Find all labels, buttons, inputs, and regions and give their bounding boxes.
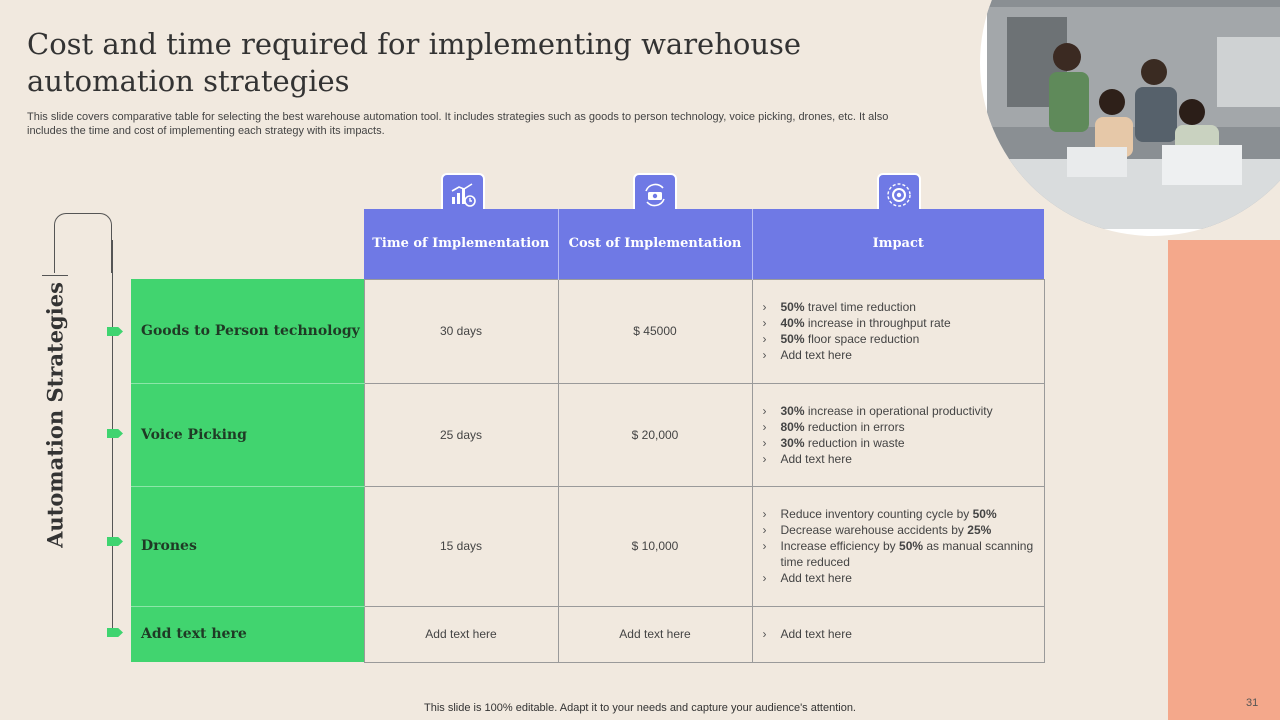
row-cost: $ 45000 bbox=[557, 278, 753, 384]
row-time: 30 days bbox=[363, 278, 559, 384]
row-strategy: Drones bbox=[131, 486, 364, 607]
impact-item: 30% increase in operational productivity bbox=[763, 403, 1036, 419]
row-marker bbox=[107, 429, 123, 438]
impact-item: Add text here bbox=[763, 451, 1036, 467]
impact-item: 30% reduction in waste bbox=[763, 435, 1036, 451]
impact-item: Add text here bbox=[763, 570, 1036, 586]
row-cost: Add text here bbox=[557, 605, 753, 663]
row-cost: $ 20,000 bbox=[557, 382, 753, 487]
table-row: Goods to Person technology 30 days $ 450… bbox=[131, 278, 1045, 384]
row-impact: 50% travel time reduction 40% increase i… bbox=[751, 278, 1045, 384]
row-impact: Add text here bbox=[751, 605, 1045, 663]
row-strategy: Voice Picking bbox=[131, 383, 364, 487]
impact-item: 50% travel time reduction bbox=[763, 299, 1036, 315]
row-strategy: Add text here bbox=[131, 606, 364, 662]
impact-item: 40% increase in throughput rate bbox=[763, 315, 1036, 331]
row-cost: $ 10,000 bbox=[557, 485, 753, 607]
row-time: 25 days bbox=[363, 382, 559, 487]
table-header-row: Time of Implementation Cost of Implement… bbox=[131, 209, 1044, 279]
strategy-table: Time of Implementation Cost of Implement… bbox=[131, 209, 1045, 663]
impact-item: Increase efficiency by 50% as manual sca… bbox=[763, 538, 1036, 570]
impact-item: Decrease warehouse accidents by 25% bbox=[763, 522, 1036, 538]
side-label: Automation Strategies bbox=[42, 282, 68, 548]
page-number: 31 bbox=[1246, 697, 1259, 709]
row-marker bbox=[107, 327, 123, 336]
side-bracket bbox=[54, 213, 112, 273]
table-corner bbox=[131, 209, 364, 279]
row-marker bbox=[107, 537, 123, 546]
impact-item: 50% floor space reduction bbox=[763, 331, 1036, 347]
row-strategy: Goods to Person technology bbox=[131, 279, 364, 384]
header-impact: Impact bbox=[752, 209, 1044, 279]
header-cost: Cost of Implementation bbox=[558, 209, 753, 279]
impact-item: 80% reduction in errors bbox=[763, 419, 1036, 435]
row-marker bbox=[107, 628, 123, 637]
header-time: Time of Implementation bbox=[364, 209, 559, 279]
team-photo bbox=[980, 0, 1280, 236]
table-row: Drones 15 days $ 10,000 Reduce inventory… bbox=[131, 485, 1045, 607]
impact-item: Reduce inventory counting cycle by 50% bbox=[763, 506, 1036, 522]
table-row: Add text here Add text here Add text her… bbox=[131, 605, 1045, 663]
impact-item: Add text here bbox=[763, 347, 1036, 363]
row-time: 15 days bbox=[363, 485, 559, 607]
table-row: Voice Picking 25 days $ 20,000 30% incre… bbox=[131, 382, 1045, 487]
slide-subtitle: This slide covers comparative table for … bbox=[27, 111, 889, 137]
slide-footer: This slide is 100% editable. Adapt it to… bbox=[424, 702, 856, 714]
impact-item: Add text here bbox=[763, 626, 1036, 642]
row-impact: Reduce inventory counting cycle by 50% D… bbox=[751, 485, 1045, 607]
row-time: Add text here bbox=[363, 605, 559, 663]
slide-title: Cost and time required for implementing … bbox=[27, 27, 802, 98]
row-impact: 30% increase in operational productivity… bbox=[751, 382, 1045, 487]
side-bracket-tick bbox=[42, 275, 68, 276]
